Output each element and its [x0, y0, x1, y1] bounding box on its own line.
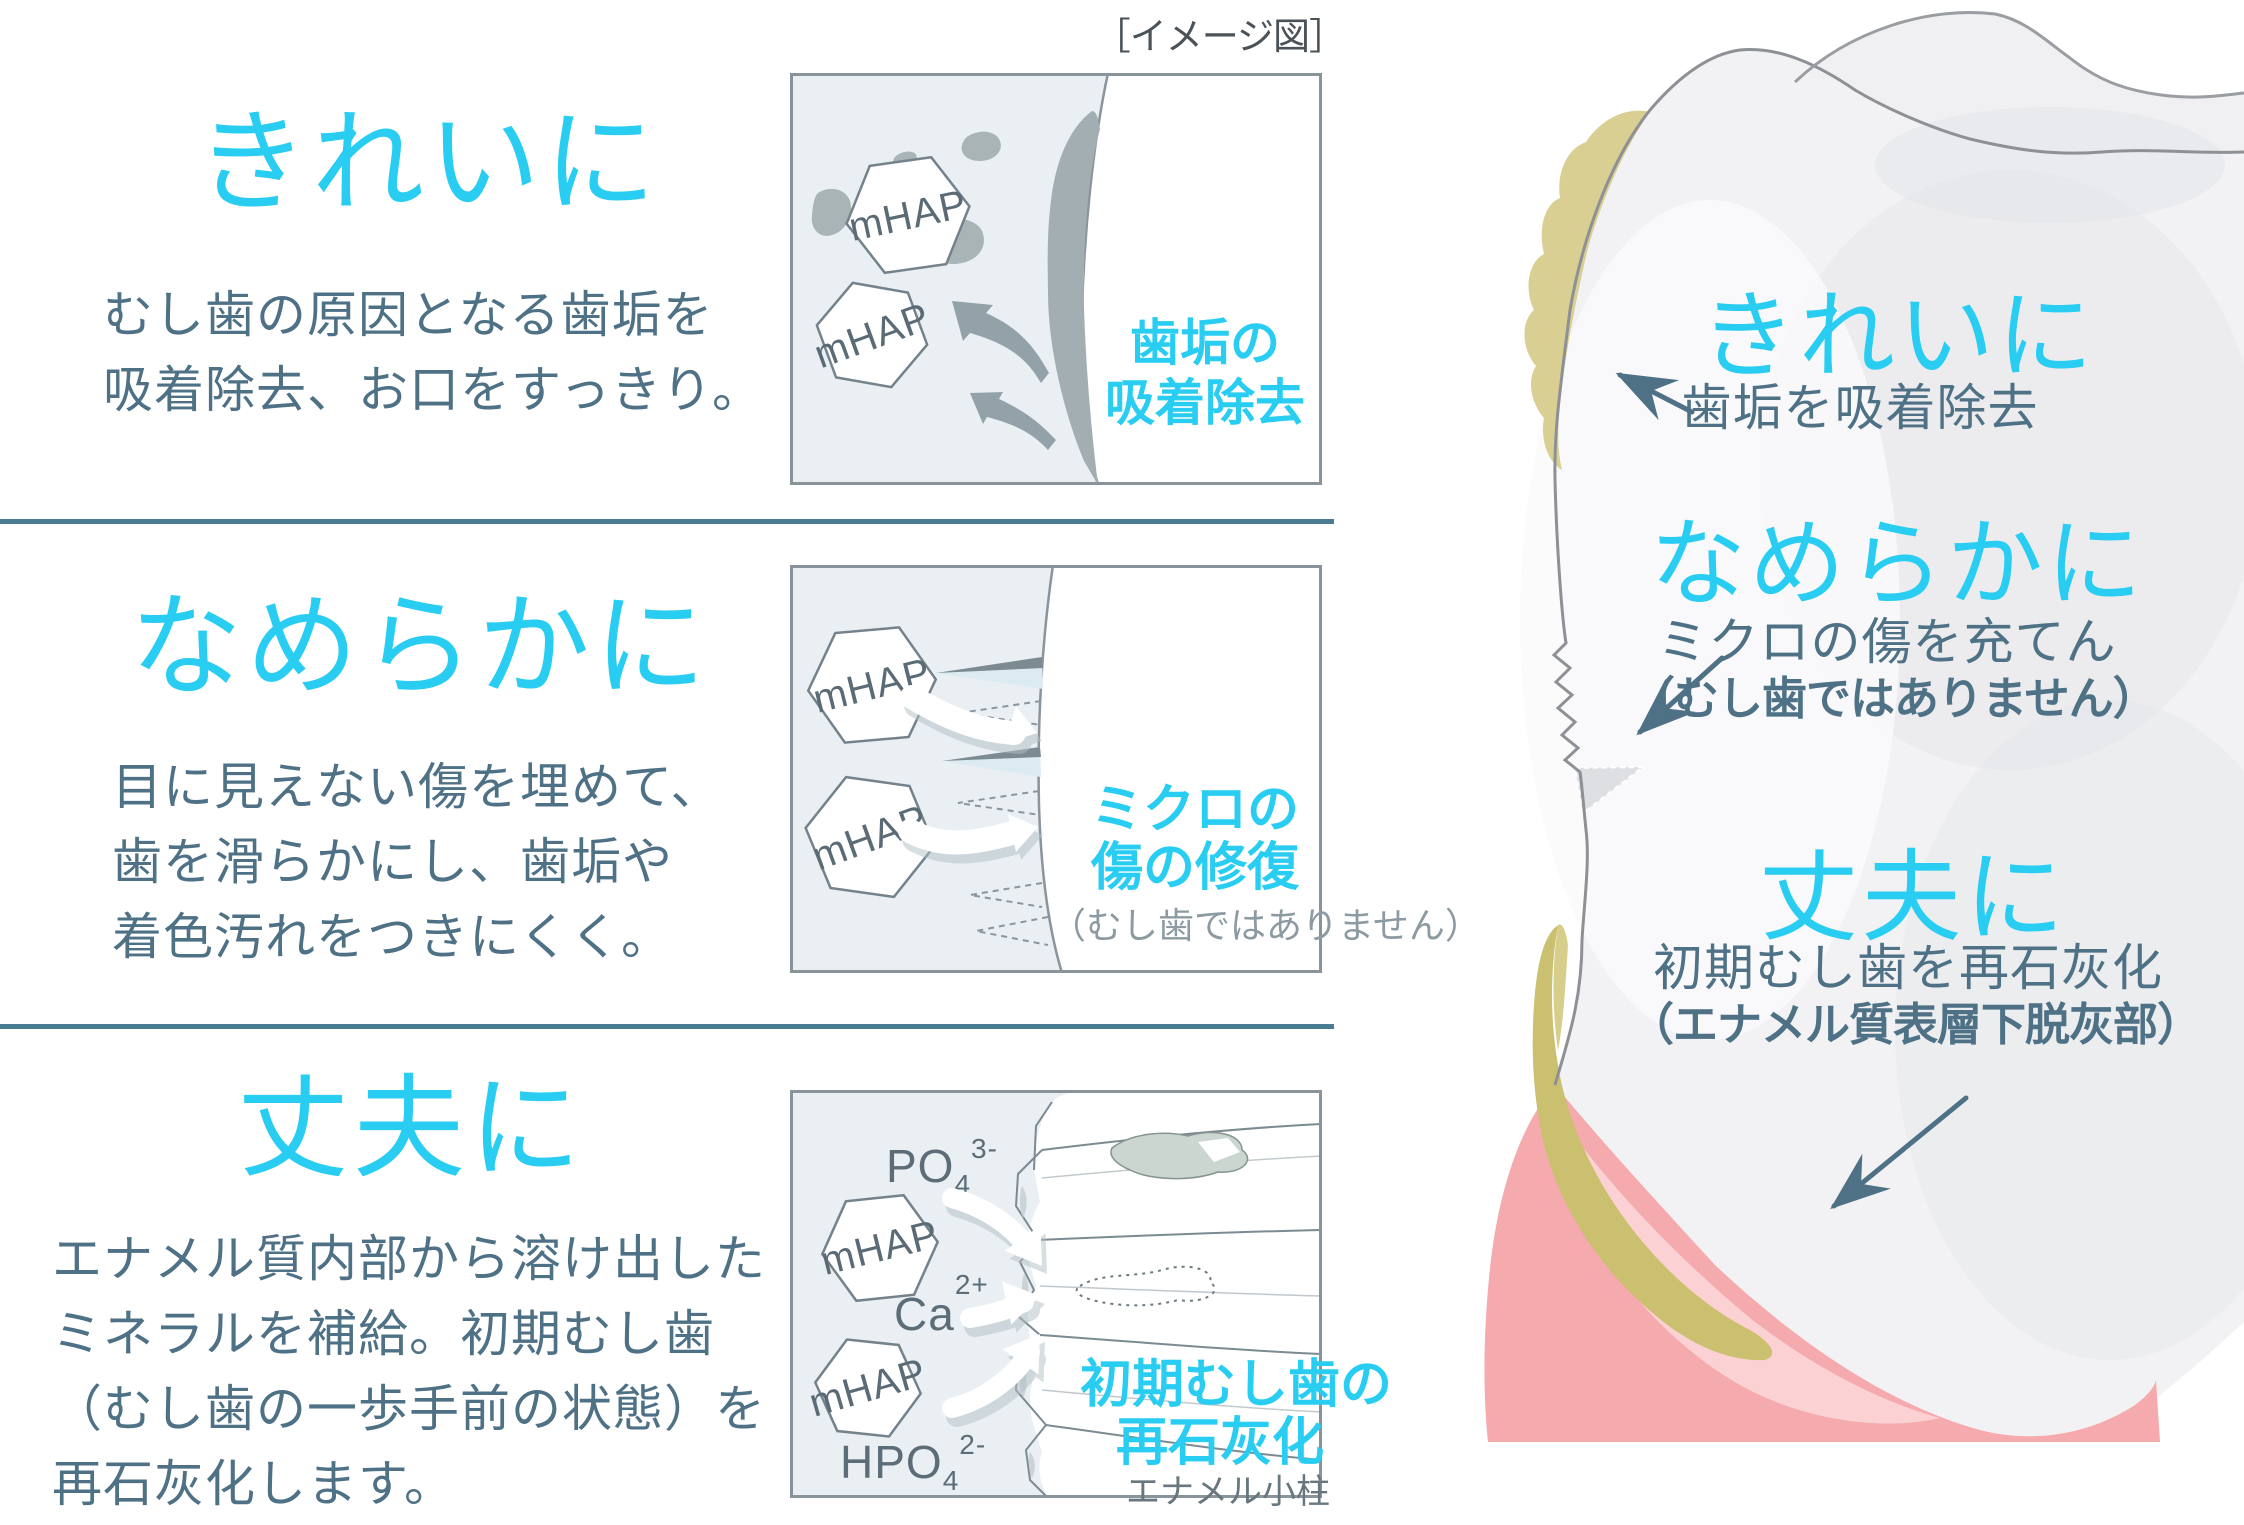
box1-border [790, 73, 1322, 485]
lower-plaque [1532, 925, 1773, 1361]
section-strong-body-line3: （むし歯の一歩手前の状態）を [52, 1381, 766, 1437]
section-divider-1 [0, 519, 1334, 524]
background-cusp-outline [1793, 10, 2244, 99]
section-strong-body-line1: エナメル質内部から溶け出した [52, 1231, 766, 1287]
section-strong-body-line4: 再石灰化します。 [52, 1456, 455, 1512]
tooth-annotation-clean-text: 歯垢を吸着除去 [1681, 380, 2039, 436]
section-strong-body-line2: ミネラルを補給。初期むし歯 [52, 1306, 715, 1362]
section-smooth-body: 目に見えない傷を埋めて、 歯を滑らかにし、歯垢や 着色汚れをつきにくく。 [112, 750, 722, 975]
section-strong-heading: 丈夫に [237, 1068, 585, 1192]
repaired-lesion-highlight [1198, 1138, 1240, 1162]
box1-caption: 歯垢の 吸着除去 [1060, 313, 1350, 433]
mhap-hexagon-2 [813, 1338, 923, 1438]
section-smooth-heading: なめらかに [130, 586, 710, 710]
ion-phosphate: PO43- [886, 1133, 998, 1200]
section-clean-body-line1: むし歯の原因となる歯垢を [103, 287, 714, 343]
tooth-annotation-strong-heading: 丈夫に [1758, 843, 2068, 954]
section-clean-body: むし歯の原因となる歯垢を 吸着除去、お口をすっきり。 [103, 278, 763, 428]
section-strong-body: エナメル質内部から溶け出した ミネラルを補給。初期むし歯 （むし歯の一歩手前の状… [52, 1222, 766, 1522]
illustration-box-plaque-removal: mHAP mHAP 歯垢の 吸着除去 [790, 73, 1322, 485]
lower-plaque-highlight [1553, 924, 1568, 1050]
box2-caption-line1: ミクロの [1090, 781, 1299, 839]
mhap-hexagon-1 [845, 155, 971, 275]
tooth-surface-line [1037, 565, 1064, 973]
arrow-to-lesion [1830, 1095, 1969, 1210]
fill-arrow-2 [898, 819, 1024, 855]
box3-caption-line2: 再石灰化 [1115, 1414, 1324, 1472]
arrow-to-plaque [1615, 372, 1695, 421]
gum [1484, 1085, 2160, 1442]
mhap-hexagon-1 [806, 626, 938, 744]
illustration-box-scratch-repair: mHAP mHAP ミクロの 傷の修復 （むし歯ではありません） [790, 565, 1481, 973]
box3-border [790, 1090, 1322, 1498]
tooth-annotation-smooth-text: ミクロの傷を充てん [1657, 614, 2117, 670]
plaque-bit-3 [811, 188, 852, 236]
section-smooth-body-line3: 着色汚れをつきにくく。 [112, 909, 672, 965]
remineralization-illustration: PO43- Ca2+ HPO42- mHAP mHAP [790, 1090, 1322, 1498]
box2-caption: ミクロの 傷の修復 [1050, 781, 1340, 897]
fill-arrow-1-head [1004, 706, 1037, 744]
tooth-annotation-smooth-heading: なめらかに [1650, 511, 2145, 618]
section-smooth-body-line1: 目に見えない傷を埋めて、 [112, 759, 722, 815]
tooth-outline [1551, 47, 2244, 1086]
ion-hydrogen-phosphate: HPO42- [840, 1429, 986, 1496]
mhap-hexagon-2 [815, 281, 929, 389]
section-clean-body-line2: 吸着除去、お口をすっきり。 [103, 362, 763, 418]
dashed-scratch-4 [975, 916, 1049, 946]
fill-arrow-1 [900, 685, 1026, 745]
tooth-drawing [1484, 10, 2244, 1442]
scratch-repair-illustration: mHAP mHAP [790, 565, 1322, 973]
plaque-bit-1 [961, 131, 1001, 161]
box1-caption-line1: 歯垢の [1130, 315, 1280, 371]
section-divider-2 [0, 1024, 1334, 1029]
tooth-shading-lower [1895, 700, 2244, 1360]
plaque-streak [1047, 111, 1100, 485]
box2-caption-line2: 傷の修復 [1090, 839, 1299, 897]
adsorb-arrow-2 [970, 392, 1056, 450]
filled-scratch-1-edge [936, 657, 1043, 673]
arrow-to-scratches [1636, 655, 1725, 736]
upper-plaque [1524, 110, 1650, 470]
adsorb-arrow-1 [952, 301, 1049, 383]
tooth-annotation-strong-text: 初期むし歯を再石灰化 [1653, 940, 2163, 996]
tooth-highlight [1520, 200, 1900, 1040]
box2-border [790, 565, 1322, 973]
mhap-hexagon-2 [804, 775, 936, 899]
image-disclaimer-tag: ［イメージ図］ [1093, 16, 1346, 57]
tooth-surface-area [1038, 565, 1322, 973]
tooth-annotation-smooth-note: （むし歯ではありません） [1630, 673, 2158, 724]
box3-enamel-rod-label: エナメル小柱 [1126, 1473, 1330, 1511]
tooth-surface-area [1081, 73, 1322, 485]
box3-caption: 初期むし歯の 再石灰化 [1080, 1356, 1393, 1472]
mineral-arrows [942, 1188, 1042, 1418]
box2-note: （むし歯ではありません） [1050, 905, 1481, 946]
fill-arrow-2-head [1008, 814, 1038, 852]
plaque-removal-illustration: mHAP mHAP [790, 73, 1322, 485]
illustration-box-remineralization: PO43- Ca2+ HPO42- mHAP mHAP [790, 1090, 1392, 1511]
box3-caption-line1: 初期むし歯の [1080, 1356, 1393, 1414]
section-clean-heading: きれいに [196, 102, 660, 226]
dashed-scratch-2 [957, 790, 1041, 816]
tooth-illustration [1450, 0, 2244, 1525]
dashed-scratch-3 [969, 882, 1043, 908]
box1-caption-line2: 吸着除去 [1105, 375, 1305, 431]
mhap-hexagon-1 [820, 1193, 940, 1303]
micro-scratch-wedge [1573, 765, 1647, 815]
tooth-annotation-strong-note: （エナメル質表層下脱灰部） [1629, 999, 2202, 1050]
section-smooth-body-line2: 歯を滑らかにし、歯垢や [112, 834, 673, 890]
